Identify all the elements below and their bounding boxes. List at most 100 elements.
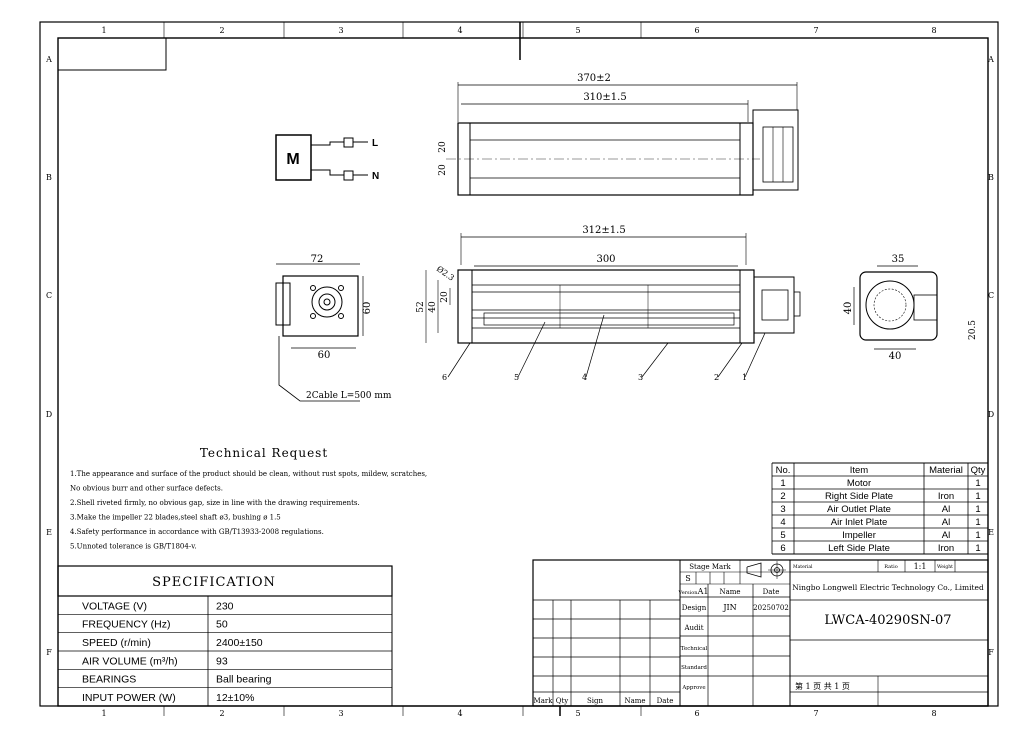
spec-value: Ball bearing	[216, 674, 272, 686]
dim-60w: 60	[318, 350, 331, 361]
page-count: 第 1 页 共 1 页	[795, 681, 850, 691]
dim-35: 35	[892, 254, 905, 265]
grid-col-label: 7	[813, 709, 818, 718]
spec-value: 50	[216, 619, 228, 631]
spec-key: SPEED (r/min)	[82, 637, 151, 649]
left-hub	[311, 286, 343, 318]
bom-cell-no: 2	[780, 491, 785, 502]
front-body	[457, 269, 755, 344]
bom-header: No.	[776, 465, 791, 476]
bom-cell-qty: 1	[975, 491, 980, 502]
spec-value: 2400±150	[216, 637, 263, 649]
technical-request: Technical Request 1.The appearance and s…	[70, 446, 427, 551]
spec-key: FREQUENCY (Hz)	[82, 619, 170, 631]
terminal-n-label: N	[372, 171, 379, 182]
grid-row-label: E	[46, 528, 52, 537]
grid-col-label: 2	[219, 709, 224, 718]
left-housing	[282, 275, 359, 337]
top-view: 370±2 310±1.5 20 20	[438, 73, 799, 196]
grid-col-label: 4	[457, 709, 462, 718]
version-value: A1	[697, 587, 709, 596]
terminal-l-box	[343, 137, 354, 148]
grid-row-label: A	[987, 55, 994, 64]
part-callout: 1	[742, 373, 747, 382]
terminal-n-box	[343, 170, 354, 181]
stage-mark: Stage Mark	[689, 563, 731, 571]
material-label: Material	[793, 564, 813, 570]
dim-20: 20	[440, 291, 450, 303]
bom-cell-item: Motor	[847, 478, 871, 489]
outer-border	[39, 21, 999, 707]
bom-cell-mat: Al	[942, 530, 950, 541]
dim-40: 40	[428, 301, 438, 313]
tech-line: 3.Make the impeller 22 blades,steel shaf…	[70, 514, 281, 522]
bom-cell-mat: Al	[942, 517, 950, 528]
part-callout: 5	[514, 373, 519, 382]
dim-20-b: 20	[438, 164, 448, 176]
approve-label: Approve	[681, 685, 705, 691]
dim-312: 312±1.5	[582, 225, 625, 236]
standard-label: Standard	[681, 665, 707, 671]
date-header: Date	[763, 588, 780, 596]
audit-label: Audit	[683, 624, 703, 632]
date2-header: Date	[657, 697, 674, 705]
grid-col-label: 1	[101, 26, 106, 35]
bom-cell-no: 4	[780, 517, 785, 528]
dim-60h: 60	[362, 302, 373, 315]
spec-value: 230	[216, 600, 234, 612]
dim-310: 310±1.5	[583, 92, 626, 103]
top-motor	[752, 109, 799, 191]
bom-cell-mat: Al	[942, 504, 950, 515]
grid-row-label: A	[45, 55, 52, 64]
spec-title: SPECIFICATION	[152, 575, 276, 590]
part-callout: 2	[714, 373, 719, 382]
projection-symbol	[746, 561, 786, 579]
dim-52: 52	[416, 301, 426, 312]
grid-col-label: 7	[813, 26, 818, 35]
grid-row-label: D	[988, 410, 994, 419]
bom-cell-item: Right Side Plate	[825, 491, 893, 502]
bom-cell-no: 5	[780, 530, 785, 541]
drawing-number: LWCA-40290SN-07	[824, 613, 951, 628]
spec-key: AIR VOLUME (m³/h)	[82, 655, 178, 667]
bom-cell-qty: 1	[975, 517, 980, 528]
grid-row-label: D	[46, 410, 52, 419]
bom-cell-qty: 1	[975, 530, 980, 541]
bom-cell-no: 1	[780, 478, 785, 489]
sign-header: Sign	[587, 697, 604, 705]
design-label: Design	[682, 604, 707, 612]
grid-col-label: 3	[338, 26, 343, 35]
ratio-value: 1:1	[914, 562, 927, 571]
right-view: 35 40 40 20.5	[843, 254, 978, 362]
bom-cell-no: 6	[780, 543, 785, 554]
grid-row-label: F	[988, 648, 994, 657]
cable	[278, 336, 360, 402]
grid-row-label: B	[46, 173, 52, 182]
grid-col-label: 4	[457, 26, 462, 35]
ratio-label: Ratio	[884, 564, 897, 570]
tech-line: 2.Shell riveted firmly, no obvious gap, …	[70, 499, 360, 507]
tech-lines: 1.The appearance and surface of the prod…	[70, 470, 427, 551]
hole-dim: Ø2.3	[435, 264, 456, 282]
version-label: Version	[678, 590, 699, 596]
spec-key: BEARINGS	[82, 674, 136, 686]
spec-value: 12±10%	[216, 692, 254, 704]
tech-line: 4.Safety performance in accordance with …	[70, 528, 324, 536]
part-callout: 3	[638, 373, 643, 382]
spec-key: VOLTAGE (V)	[82, 600, 147, 612]
cable-label: 2Cable L=500 mm	[306, 391, 392, 401]
bom-cell-no: 3	[780, 504, 785, 515]
left-view: 72 60 60 2Cable L=500 mm	[275, 254, 392, 402]
inner-border	[57, 37, 989, 707]
wire-n	[311, 169, 344, 176]
grid-col-label: 1	[101, 709, 106, 718]
grid-col-label: 2	[219, 26, 224, 35]
title-block: Mark Qty Sign Name Date Stage Mark S Ver…	[532, 559, 989, 707]
mark-header: Mark	[534, 697, 554, 705]
grid-col-label: 8	[931, 26, 936, 35]
bom-cell-mat: Iron	[938, 491, 954, 502]
